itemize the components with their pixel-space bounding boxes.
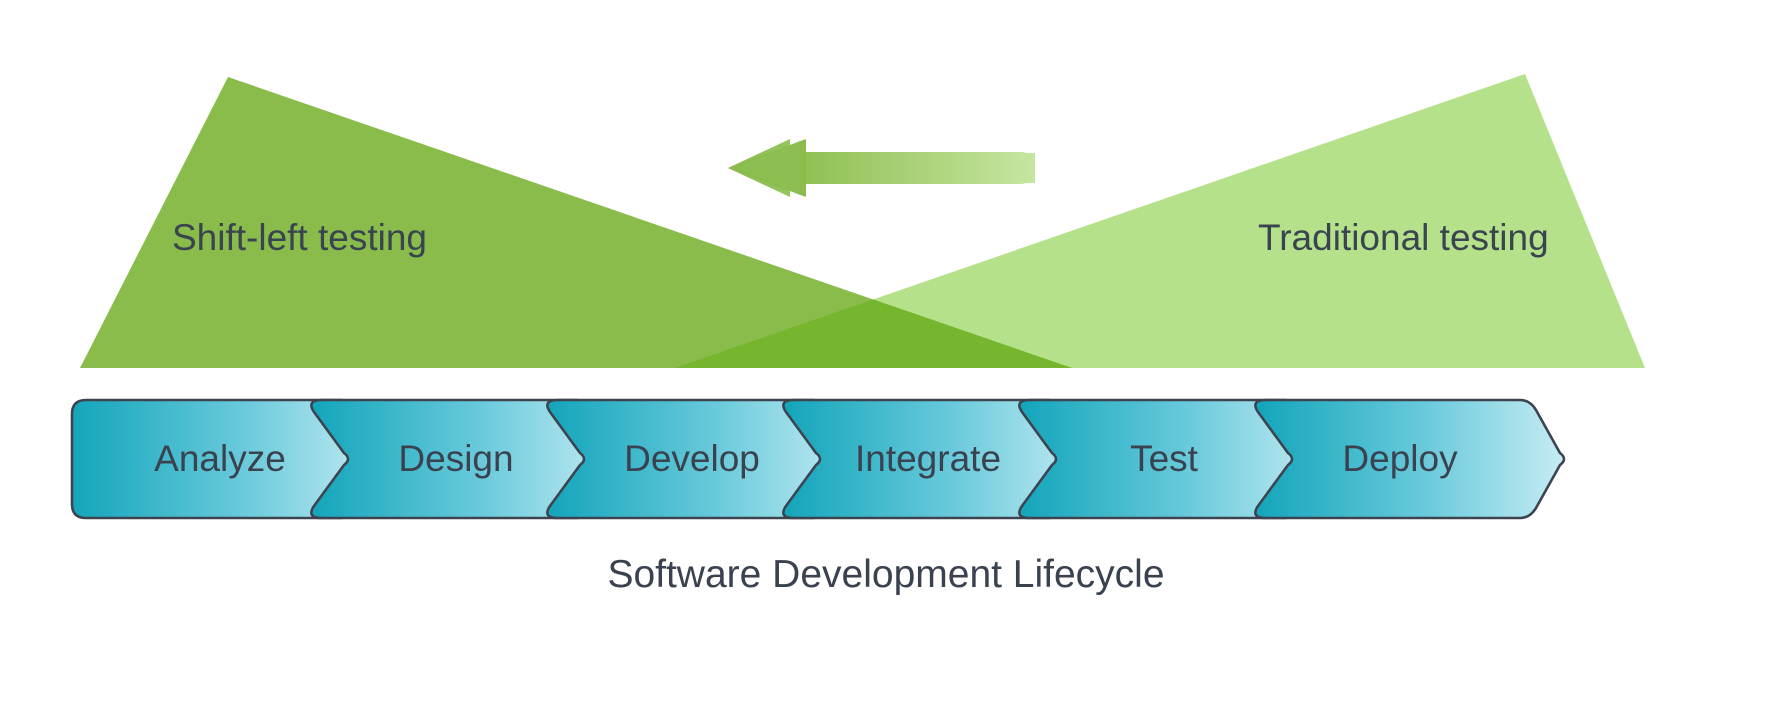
sdlc-chevron-label-deploy: Deploy <box>1342 438 1458 479</box>
sdlc-chevron-label-test: Test <box>1130 438 1199 479</box>
sdlc-chevron-label-develop: Develop <box>624 438 760 479</box>
traditional-testing-triangle <box>675 74 1645 368</box>
sdlc-chevron-deploy[interactable] <box>1254 398 1566 520</box>
traditional-testing-label: Traditional testing <box>1258 217 1549 258</box>
sdlc-chevron-label-design: Design <box>398 438 513 479</box>
shift-left-label: Shift-left testing <box>172 217 427 258</box>
shift-left-testing-triangle <box>80 77 1072 368</box>
shift-left-direction-arrow <box>728 139 1035 197</box>
sdlc-chevron-row: Analyze Design Develop Integrate Test Deploy <box>70 398 1566 520</box>
sdlc-chevron-label-integrate: Integrate <box>855 438 1001 479</box>
lifecycle-caption: Software Development Lifecycle <box>607 553 1164 596</box>
sdlc-chevron-label-analyze: Analyze <box>154 438 286 479</box>
